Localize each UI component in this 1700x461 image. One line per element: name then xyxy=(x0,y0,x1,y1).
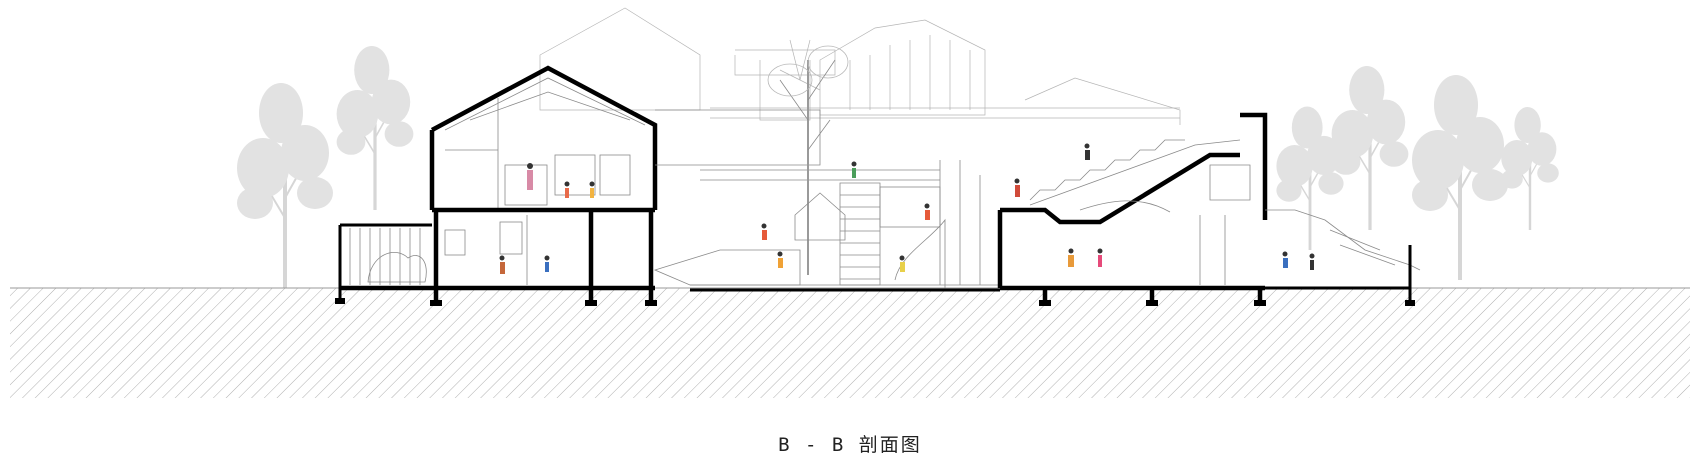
central-courtyard xyxy=(653,45,1000,292)
section-caption: B - B 剖面图 xyxy=(778,434,922,456)
left-building xyxy=(335,65,658,306)
people-figures xyxy=(499,143,1315,274)
right-building xyxy=(997,112,1421,306)
background-buildings xyxy=(539,7,1181,125)
ground-hatch xyxy=(10,287,1690,398)
